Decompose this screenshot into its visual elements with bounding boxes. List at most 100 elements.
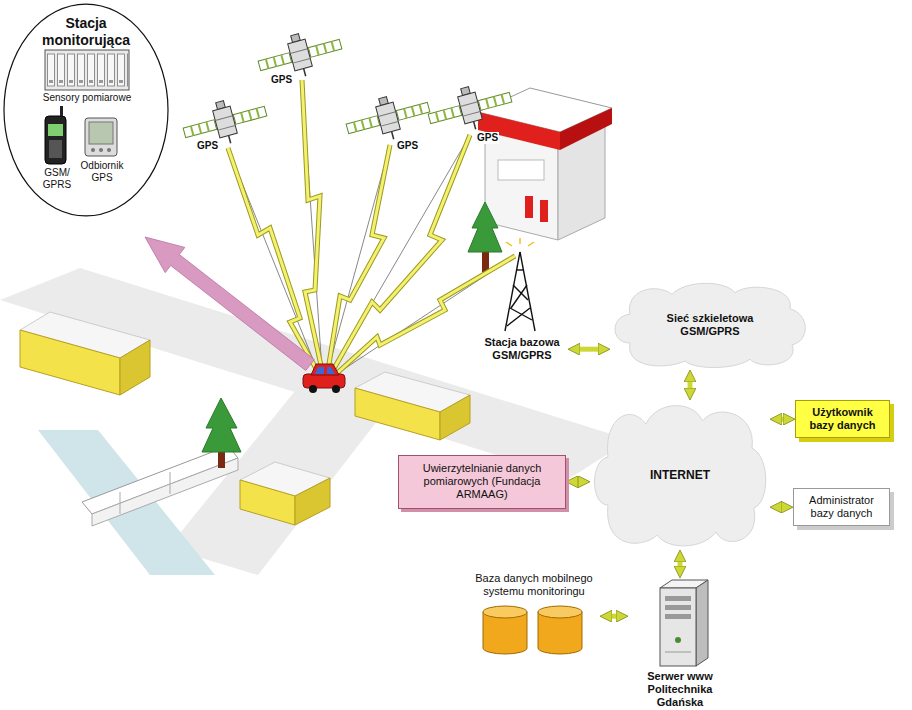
double-arrow-connector <box>574 347 604 352</box>
node-text: INTERNET <box>650 468 710 482</box>
measurement-car <box>309 385 317 393</box>
database-cylinder <box>483 606 582 654</box>
building <box>355 388 440 440</box>
building <box>355 372 470 440</box>
petrol-station <box>560 108 612 150</box>
web-server <box>675 637 681 643</box>
bridge <box>170 472 171 494</box>
database-cylinder <box>483 606 527 618</box>
sensor-rack <box>45 50 129 90</box>
receiver-caption: Odbiornik GPS <box>76 160 128 184</box>
gsm-tower <box>505 252 520 331</box>
double-arrow-connector <box>776 505 787 510</box>
base-station-caption: Stacja bazowa GSM/GPRS <box>476 336 568 362</box>
sensor-rack <box>46 52 128 88</box>
satellite-label: GPS <box>476 132 499 144</box>
node-text: GSM/ GPRS <box>39 167 75 191</box>
database-cylinder <box>538 606 582 618</box>
node-text: Użytkownik bazy danych <box>800 406 885 432</box>
cloud-outline <box>595 406 766 546</box>
gps-receiver <box>89 122 113 144</box>
authentication-box: Uwierzytelnianie danych pomiarowych (Fun… <box>398 455 566 509</box>
illustration <box>179 91 271 154</box>
sensor-caption: Sensory pomiarowe <box>41 92 133 104</box>
cloud-outline <box>615 283 805 367</box>
tree <box>482 250 489 272</box>
web-server <box>696 580 708 666</box>
satellite-beam <box>328 145 390 370</box>
web-server <box>660 580 708 666</box>
gsm-tower <box>507 308 530 326</box>
gsm-tower <box>516 269 524 270</box>
petrol-station <box>478 88 612 240</box>
illustration <box>424 77 516 140</box>
gsm-tower <box>511 285 527 308</box>
lightning-bolt <box>328 145 390 370</box>
user-box: Użytkownik bazy danych <box>795 400 890 438</box>
lightning-bolt <box>335 256 515 375</box>
admin-box: Administrator bazy danych <box>793 488 890 526</box>
node-text: Sensory pomiarowe <box>41 92 133 104</box>
building <box>120 340 150 395</box>
phone-caption: GSM/ GPRS <box>39 167 75 191</box>
bridge <box>82 446 238 526</box>
web-server <box>665 614 691 619</box>
double-arrow-connector <box>606 614 622 619</box>
tree <box>468 202 502 252</box>
lightning-bolt <box>328 145 390 370</box>
building <box>440 395 470 440</box>
gsm-tower <box>505 252 535 331</box>
node-text: Baza danych mobilnego systemu monitoring… <box>468 572 600 598</box>
sensor-rack <box>45 50 129 90</box>
web-server <box>665 652 691 653</box>
double-arrow-connector <box>678 556 683 572</box>
ellipse-outline <box>4 4 168 216</box>
node-text: Odbiornik GPS <box>76 160 128 184</box>
tree <box>202 398 241 468</box>
lightning-bolt <box>302 80 322 370</box>
internet-cloud: INTERNET <box>590 400 770 550</box>
petrol-station <box>525 196 533 218</box>
double-arrow-connector <box>776 417 789 422</box>
gsm-phone <box>48 124 63 136</box>
petrol-station <box>540 200 548 222</box>
illustration <box>254 24 346 87</box>
building <box>240 480 295 525</box>
satellite-beam <box>302 80 322 370</box>
server-caption: Serwer www Politechnika Gdańska <box>628 578 732 710</box>
gps-receiver <box>85 118 117 156</box>
database-caption: Baza danych mobilnego systemu monitoring… <box>468 572 600 654</box>
petrol-station <box>478 112 560 150</box>
satellite-label: GPS <box>396 140 419 152</box>
monitoring-station-ellipse: Stacja monitorującaSensory pomiaroweGSM/… <box>3 3 169 217</box>
illustration <box>342 87 434 150</box>
gsm-phone <box>60 106 63 116</box>
web-server <box>665 605 691 610</box>
backbone-cloud: Sieć szkieletowa GSM/GPRS <box>610 280 810 370</box>
radio-spark <box>528 242 534 246</box>
bridge <box>120 492 121 514</box>
petrol-station <box>498 160 544 180</box>
node-text: Serwer www Politechnika Gdańska <box>628 670 732 710</box>
node-text: Stacja bazowa GSM/GPRS <box>476 336 568 362</box>
measurement-car <box>315 367 324 374</box>
gps-receiver <box>91 148 95 152</box>
gps-receiver <box>99 148 103 152</box>
radio-spark <box>506 238 534 246</box>
satellite-label: GPS <box>270 74 293 86</box>
node-text: Stacja monitorująca <box>23 15 149 49</box>
building <box>20 312 150 395</box>
building <box>295 478 330 525</box>
gps-receiver <box>85 118 117 156</box>
measurement-car <box>332 385 340 393</box>
tree <box>202 398 241 452</box>
double-arrow-connector <box>572 479 584 484</box>
building <box>240 462 330 525</box>
lightning-bolt <box>302 80 322 370</box>
road <box>0 268 630 575</box>
measurement-car <box>311 364 339 375</box>
tree <box>468 202 502 272</box>
node-text: Administrator bazy danych <box>798 494 885 520</box>
node-text: Uwierzytelnianie danych pomiarowych (Fun… <box>405 462 559 502</box>
